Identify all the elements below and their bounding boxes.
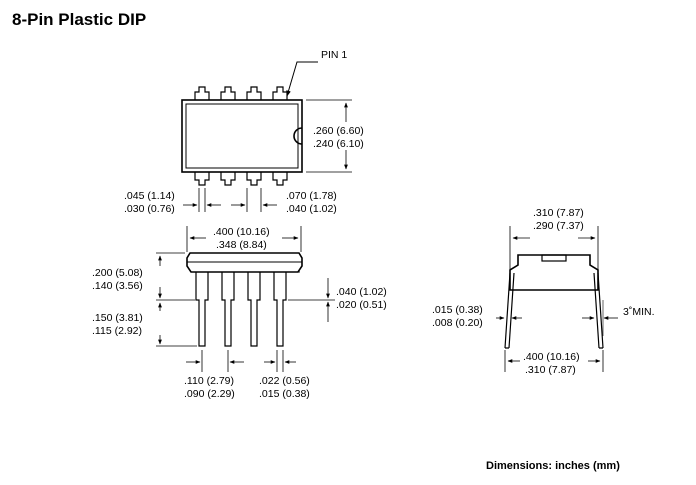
- shoulder-width-min: .040 (1.02): [286, 203, 337, 215]
- side-view: [156, 226, 335, 372]
- top-view: [181, 61, 352, 212]
- dimensions-note: Dimensions: inches (mm): [486, 460, 620, 472]
- end-lead-left: [504, 272, 515, 349]
- spread-min: .310 (7.87): [525, 364, 576, 376]
- package-body-top: [181, 99, 303, 173]
- package-body-end: [509, 254, 599, 291]
- body-width-min: .240 (6.10): [313, 138, 364, 150]
- angle-label: 3˚MIN.: [623, 306, 655, 318]
- thickness-max: .015 (0.38): [432, 304, 483, 316]
- height-min: .140 (3.56): [92, 280, 143, 292]
- spread-max: .400 (10.16): [523, 351, 580, 363]
- lead-length-min: .115 (2.92): [92, 325, 142, 337]
- lead-width-max: .045 (1.14): [124, 190, 175, 202]
- pin1-label: PIN 1: [321, 49, 347, 61]
- lead-dia-min: .015 (0.38): [259, 388, 310, 400]
- pitch-min: .090 (2.29): [184, 388, 235, 400]
- thickness-min: .008 (0.20): [432, 317, 483, 329]
- lead-width-min: .030 (0.76): [124, 203, 175, 215]
- length-max: .400 (10.16): [213, 226, 270, 238]
- height-max: .200 (5.08): [92, 267, 143, 279]
- top-pins-upper: [194, 86, 288, 100]
- page-title: 8-Pin Plastic DIP: [12, 10, 147, 29]
- pin1-notch: [293, 127, 303, 145]
- length-min: .348 (8.84): [216, 239, 267, 251]
- body-width-max: .260 (6.60): [313, 125, 364, 137]
- side-leads: [195, 272, 287, 347]
- row-width-min: .290 (7.37): [533, 220, 584, 232]
- row-width-max: .310 (7.87): [533, 207, 584, 219]
- lead-dia-max: .022 (0.56): [259, 375, 310, 387]
- seating-max: .040 (1.02): [336, 286, 387, 298]
- end-view: [496, 226, 618, 372]
- pitch-max: .110 (2.79): [184, 375, 234, 387]
- shoulder-width-max: .070 (1.78): [286, 190, 337, 202]
- seating-min: .020 (0.51): [336, 299, 387, 311]
- top-pins-lower: [194, 172, 288, 186]
- end-lead-right: [593, 272, 604, 349]
- lead-length-max: .150 (3.81): [92, 312, 143, 324]
